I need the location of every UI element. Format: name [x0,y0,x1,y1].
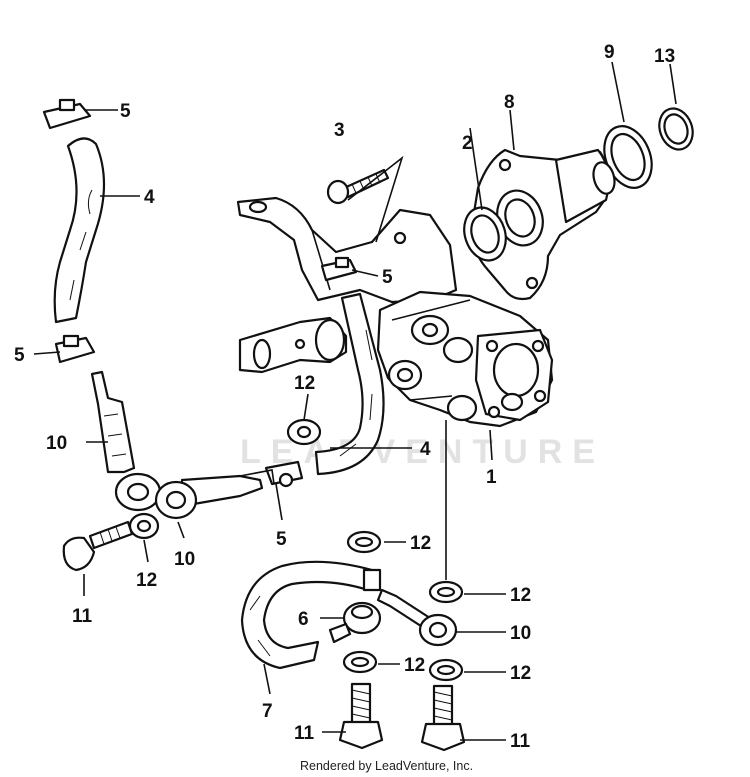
o-ring-2 [463,206,507,262]
washer-12-c [342,650,378,674]
callout-5-top: 5 [120,101,131,122]
credit-text: Rendered by LeadVenture, Inc. [300,759,473,773]
hose-clamp-5c [320,256,358,282]
hose-7 [240,560,382,670]
hose-clamp-5b [54,334,96,364]
callout-2: 2 [462,133,473,154]
washer-12-d [428,658,464,682]
leader-3-bracket [347,155,404,243]
o-ring-13 [658,107,694,151]
callout-11-center: 11 [294,723,315,744]
callout-12-left: 12 [136,570,157,591]
callout-12-a: 12 [410,533,431,554]
oil-pump-1 [376,290,554,428]
callout-9: 9 [604,42,615,63]
callout-10-left: 10 [46,433,67,454]
oil-line-10c [376,588,458,647]
mounting-bracket [236,196,458,304]
oil-line-10b [154,469,275,520]
callout-11-right: 11 [510,731,531,752]
callout-10-right: 10 [510,623,531,644]
hose-clamp-5d [264,460,304,488]
washer-12-a [346,530,382,554]
washer-12-left [128,512,160,540]
callout-11-left: 11 [72,606,93,627]
callout-3: 3 [334,120,345,141]
hose-clamp-5a [42,98,92,130]
callout-12-c: 12 [404,655,425,676]
leader-lines [33,61,677,741]
callout-7: 7 [262,701,273,722]
washer-12-b [428,580,464,604]
callout-5-bracket: 5 [382,267,393,288]
union-6 [328,601,382,644]
callout-4-lower: 4 [420,439,431,460]
pump-cover-8 [470,148,616,301]
callout-6: 6 [298,609,309,630]
callout-12-upper: 12 [294,373,315,394]
callout-5-lower: 5 [276,529,287,550]
banjo-bolt-11-left [62,520,134,572]
callout-4-upper: 4 [144,187,155,208]
callout-1: 1 [486,467,497,488]
oil-line-10a [90,370,162,512]
callout-5-left: 5 [14,345,25,366]
banjo-bolt-11-right [420,684,466,752]
callout-8: 8 [504,92,515,113]
callout-13: 13 [654,46,675,67]
banjo-bolt-11-center [338,682,384,750]
callout-10-middle: 10 [174,549,195,570]
hose-4-upper [53,137,106,324]
callout-12-b: 12 [510,585,531,606]
washer-12-middle [286,418,322,446]
hose-4-lower [314,292,385,476]
callout-12-d: 12 [510,663,531,684]
o-ring-9 [603,125,653,189]
pump-spigot [238,316,348,374]
